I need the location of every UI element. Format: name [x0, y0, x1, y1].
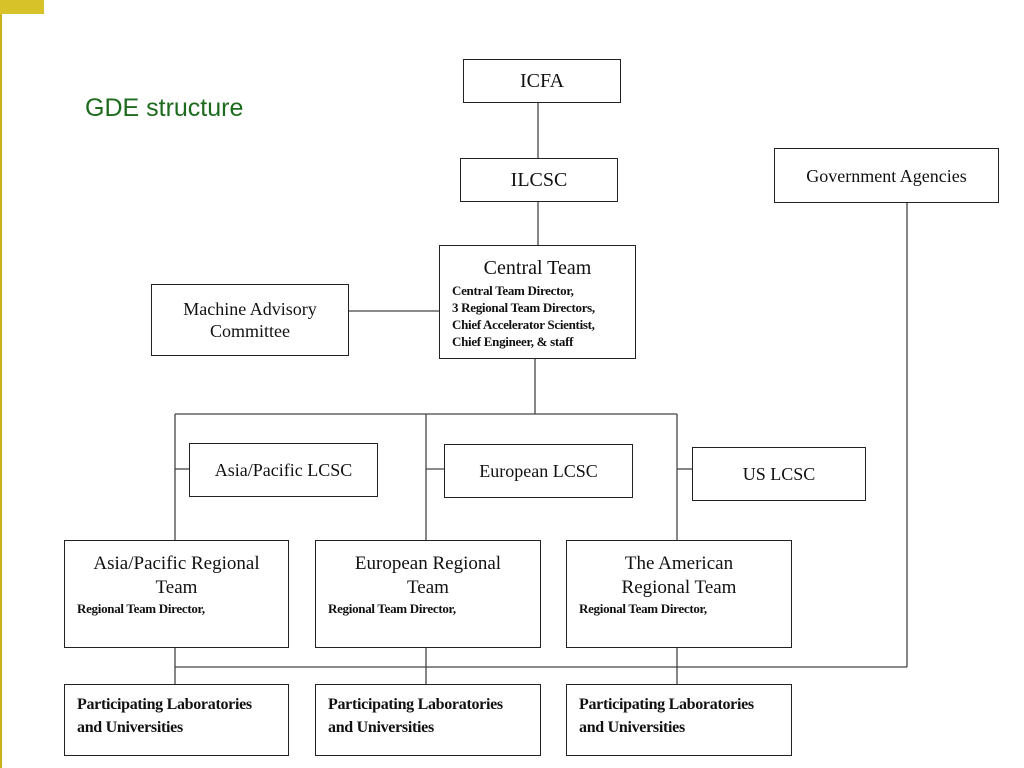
central-team-member: Chief Accelerator Scientist,	[452, 317, 595, 332]
team-director: Regional Team Director,	[579, 601, 707, 616]
central-team-box: Central Team Central Team Director, 3 Re…	[439, 245, 636, 359]
ilcsc-box: ILCSC	[460, 158, 618, 202]
asia-pacific-lcsc-label: Asia/Pacific LCSC	[214, 460, 353, 480]
team-title-line2: Regional Team	[621, 577, 737, 598]
labs-line2: and Universities	[328, 719, 434, 736]
participating-labs-box-europe: Participating Laboratories and Universit…	[315, 684, 541, 756]
labs-line1: Participating Laboratories	[77, 696, 252, 713]
mac-label-line2: Committee	[210, 321, 290, 341]
european-regional-team-box: European Regional Team Regional Team Dir…	[315, 540, 541, 648]
team-title-line1: Asia/Pacific Regional	[93, 553, 260, 574]
machine-advisory-committee-box: Machine Advisory Committee	[151, 284, 349, 356]
ilcsc-label: ILCSC	[510, 169, 568, 191]
central-team-member: Chief Engineer, & staff	[452, 334, 574, 349]
labs-line2: and Universities	[579, 719, 685, 736]
labs-line2: and Universities	[77, 719, 183, 736]
european-lcsc-label: European LCSC	[479, 461, 598, 481]
asia-pacific-lcsc-box: Asia/Pacific LCSC	[189, 443, 378, 497]
european-lcsc-box: European LCSC	[444, 444, 633, 498]
american-regional-team-box: The American Regional Team Regional Team…	[566, 540, 792, 648]
government-agencies-label: Government Agencies	[806, 165, 967, 186]
us-lcsc-label: US LCSC	[742, 464, 816, 484]
asia-pacific-regional-team-box: Asia/Pacific Regional Team Regional Team…	[64, 540, 289, 648]
central-team-member: Central Team Director,	[452, 283, 574, 298]
team-title-line2: Team	[407, 577, 449, 598]
team-title-line2: Team	[155, 577, 198, 598]
team-director: Regional Team Director,	[328, 601, 456, 616]
labs-line1: Participating Laboratories	[579, 696, 754, 713]
slide-title: GDE structure	[85, 94, 244, 122]
slide-left-rule	[0, 0, 2, 768]
team-director: Regional Team Director,	[77, 601, 205, 616]
participating-labs-box-americas: Participating Laboratories and Universit…	[566, 684, 792, 756]
central-team-title: Central Team	[483, 257, 592, 279]
participating-labs-box-asia: Participating Laboratories and Universit…	[64, 684, 289, 756]
slide-corner-mark	[0, 0, 44, 14]
icfa-box: ICFA	[463, 59, 621, 103]
team-title-line1: European Regional	[354, 553, 502, 574]
team-title-line1: The American	[624, 553, 734, 574]
labs-line1: Participating Laboratories	[328, 696, 503, 713]
mac-label-line1: Machine Advisory	[183, 299, 317, 319]
government-agencies-box: Government Agencies	[774, 148, 999, 203]
icfa-label: ICFA	[519, 70, 565, 92]
us-lcsc-box: US LCSC	[692, 447, 866, 501]
central-team-member: 3 Regional Team Directors,	[452, 300, 595, 315]
